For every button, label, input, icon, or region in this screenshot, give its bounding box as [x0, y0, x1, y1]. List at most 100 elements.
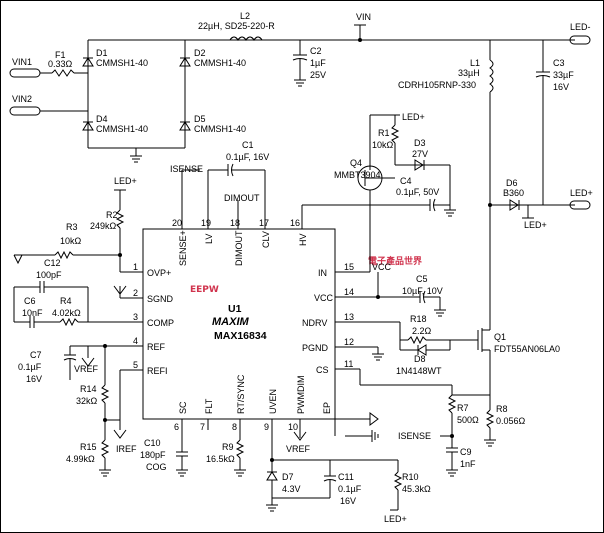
d8-ref: D8 [414, 354, 426, 364]
resistor-r7 [447, 394, 457, 414]
d3-value: 27V [412, 149, 428, 159]
pin-9-num: 9 [264, 422, 269, 432]
pin-19-num: 19 [201, 218, 211, 228]
pin-4-num: 4 [133, 336, 138, 346]
diode-d6 [509, 199, 519, 211]
pin-sgnd-label: SGND [147, 294, 174, 304]
pin-comp-label: COMP [147, 318, 174, 328]
dimout-top-label: DIMOUT [224, 193, 260, 203]
pin-5-num: 5 [133, 360, 138, 370]
r8-value: 0.056Ω [496, 416, 526, 426]
f1-ref: F1 [55, 50, 66, 60]
pin-refi-label: REFI [147, 366, 168, 376]
pin-7-num: 7 [200, 422, 205, 432]
vin2-label: VIN2 [12, 94, 32, 104]
resistor-r2 [115, 209, 125, 229]
r8-ref: R8 [496, 404, 508, 414]
d1-value: CMMSH1-40 [96, 58, 148, 68]
pin-20-num: 20 [172, 218, 182, 228]
d7-value: 4.3V [282, 484, 301, 494]
led-minus-label: LED- [570, 22, 591, 32]
d2-value: CMMSH1-40 [194, 58, 246, 68]
r9-value: 16.5kΩ [206, 454, 235, 464]
r1-value: 10kΩ [372, 140, 394, 150]
output-section: LED- L1 33µH CDRH105RNP-330 C3 33µF 16V … [360, 22, 593, 330]
pin-clv-label: CLV [261, 231, 271, 248]
c5-value: 10µF, 10V [402, 286, 443, 296]
c7-rating: 16V [26, 374, 42, 384]
resistor-r4 [59, 317, 79, 327]
led-plus-label-r1: LED+ [402, 112, 425, 122]
bottom-network: C10 180pF COG R9 16.5kΩ D7 4.3V C11 0.1µ… [140, 412, 431, 524]
pin-uven-label: UVEN [268, 389, 278, 414]
c10-value: 180pF [140, 450, 166, 460]
r7-ref: R7 [457, 403, 469, 413]
q1-value: FDT55AN06LA0 [494, 344, 560, 354]
diode-d4 [82, 121, 94, 131]
ic-top-pins: 20 19 18 17 16 SENSE+ LV DIMOUT CLV HV I… [170, 164, 308, 266]
diode-d7 [266, 471, 278, 481]
c12-value: 100pF [36, 270, 62, 280]
r14-value: 32kΩ [76, 396, 98, 406]
c5-ref: C5 [416, 274, 428, 284]
pin-in-label: IN [318, 268, 327, 278]
vin1-label: VIN1 [12, 57, 32, 67]
led-plus-connector [569, 200, 591, 210]
r15-value: 4.99kΩ [66, 454, 95, 464]
c7-ref: C7 [30, 350, 42, 360]
pin-lv-label: LV [204, 234, 214, 244]
ic-designator: U1 [228, 303, 242, 315]
eepw-watermark: EEPW 電子產品世界 [190, 255, 422, 295]
inductor-l2 [229, 36, 263, 41]
pin-hv-label: HV [298, 233, 308, 246]
pin-17-num: 17 [259, 218, 269, 228]
l1-value: 33µH [458, 68, 480, 78]
r4-ref: R4 [60, 296, 72, 306]
ic-u1-body [142, 228, 336, 420]
c11-rating: 16V [340, 496, 356, 506]
led-plus-label-r10: LED+ [384, 514, 407, 524]
r2-ref: R2 [106, 210, 118, 220]
pin-pgnd-label: PGND [302, 343, 329, 353]
q4-ref: Q4 [350, 158, 362, 168]
pin-8-num: 8 [232, 422, 237, 432]
led-plus-label-d6: LED+ [524, 220, 547, 230]
pin-14-num: 14 [344, 287, 354, 297]
c11-ref: C11 [338, 472, 354, 482]
d6-ref: D6 [506, 178, 518, 188]
pin-12-num: 12 [344, 337, 354, 347]
c6-value: 10nF [22, 308, 43, 318]
vin1-connector [9, 68, 41, 78]
r9-ref: R9 [222, 442, 234, 452]
pin-vcc-label: VCC [314, 293, 334, 303]
r2-value: 249kΩ [90, 221, 117, 231]
vin2-connector [9, 106, 41, 116]
iref-label: IREF [116, 444, 137, 454]
inductor-l1 [489, 59, 494, 93]
r14-ref: R14 [80, 384, 97, 394]
c3-value: 33µF [553, 70, 574, 80]
ref-network: C7 0.1µF 16V VREF R14 32kΩ R15 4.99kΩ IR… [18, 344, 137, 477]
ic-right-pins: 15 14 13 12 11 IN VCC NDRV PGND CS [302, 262, 420, 375]
c1-value: 0.1µF, 16V [226, 152, 269, 162]
pin-flt-label: FLT [204, 398, 214, 414]
input-filter: L2 22µH, SD25-220-R C2 1µF 25V VIN [198, 11, 371, 87]
current-sense: R7 500Ω ISENSE C9 1nF R8 0.056Ω [359, 369, 526, 477]
d1-ref: D1 [96, 48, 108, 58]
c2-value: 1µF [310, 58, 326, 68]
l1-part: CDRH105RNP-330 [398, 80, 476, 90]
resistor-r18 [407, 335, 427, 345]
l2-value: 22µH, SD25-220-R [198, 21, 275, 31]
c2-rating: 25V [310, 70, 326, 80]
l2-ref: L2 [240, 11, 250, 21]
vref-label-bottom: VREF [286, 444, 311, 454]
pin-3-num: 3 [133, 312, 138, 322]
pin-ep-label: EP [322, 402, 332, 414]
d3-ref: D3 [414, 138, 426, 148]
ic-part-number: MAX16834 [214, 330, 267, 342]
r7-value: 500Ω [457, 415, 479, 425]
l1-ref: L1 [470, 58, 480, 68]
c3-ref: C3 [553, 58, 565, 68]
